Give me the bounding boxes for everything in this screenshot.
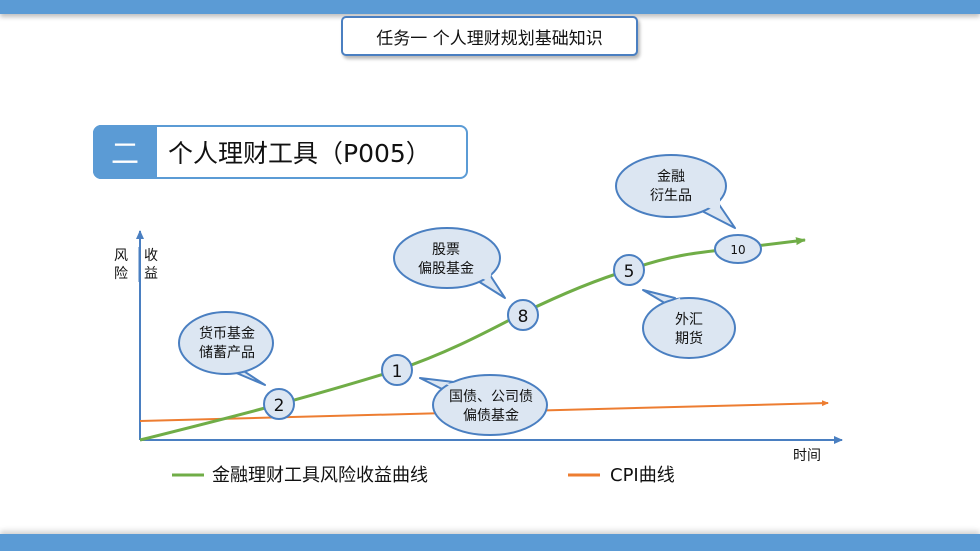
callout-bonds-line1: 国债、公司债 bbox=[449, 389, 533, 405]
callout-stocks: 股票 偏股基金 bbox=[393, 227, 506, 299]
section-title: 个人理财工具（P005） bbox=[168, 125, 431, 179]
callout-money-fund: 货币基金 储蓄产品 bbox=[178, 311, 274, 386]
callout-forex-line2: 期货 bbox=[675, 330, 703, 347]
callout-stocks-line2: 偏股基金 bbox=[418, 260, 474, 277]
legend-orange-label: CPI曲线 bbox=[610, 465, 675, 486]
callout-derivatives: 金融 衍生品 bbox=[615, 154, 736, 229]
callout-bonds-line2: 偏债基金 bbox=[463, 407, 519, 424]
callout-derivatives-line1: 金融 bbox=[657, 169, 685, 185]
callout-bonds: 国债、公司债 偏债基金 bbox=[419, 374, 548, 436]
callout-forex: 外汇 期货 bbox=[642, 289, 736, 359]
y-axis-label-return-1: 收 bbox=[144, 248, 158, 264]
node-8: 8 bbox=[507, 299, 539, 331]
section-number-badge: 二 bbox=[93, 125, 157, 179]
bottom-accent-bar bbox=[0, 534, 980, 551]
node-1: 1 bbox=[381, 354, 413, 386]
legend: 金融理财工具风险收益曲线 CPI曲线 bbox=[172, 465, 675, 486]
y-axis-label-risk-1: 风 bbox=[114, 248, 128, 264]
node-10: 10 bbox=[714, 234, 762, 264]
callout-forex-line1: 外汇 bbox=[675, 312, 703, 328]
task-title-text: 任务一 个人理财规划基础知识 bbox=[376, 28, 603, 49]
legend-green-label: 金融理财工具风险收益曲线 bbox=[212, 465, 428, 486]
section-number: 二 bbox=[110, 137, 139, 170]
y-axis-label-risk-2: 险 bbox=[114, 266, 128, 282]
node-1-label: 1 bbox=[392, 362, 403, 382]
callout-money-fund-line2: 储蓄产品 bbox=[199, 345, 255, 361]
callout-stocks-line1: 股票 bbox=[432, 242, 460, 258]
node-2: 2 bbox=[263, 388, 295, 420]
top-accent-bar bbox=[0, 0, 980, 14]
node-2-label: 2 bbox=[274, 396, 285, 416]
node-5-label: 5 bbox=[624, 262, 635, 282]
node-10-label: 10 bbox=[730, 243, 745, 257]
section-title-text: 个人理财工具（P005） bbox=[168, 139, 431, 168]
node-5: 5 bbox=[613, 254, 645, 286]
x-axis-label: 时间 bbox=[793, 448, 821, 464]
task-title-box: 任务一 个人理财规划基础知识 bbox=[341, 16, 638, 56]
callout-derivatives-line2: 衍生品 bbox=[650, 188, 692, 204]
node-8-label: 8 bbox=[518, 307, 529, 327]
callout-money-fund-line1: 货币基金 bbox=[199, 325, 255, 342]
y-axis-label-return-2: 益 bbox=[144, 266, 158, 282]
